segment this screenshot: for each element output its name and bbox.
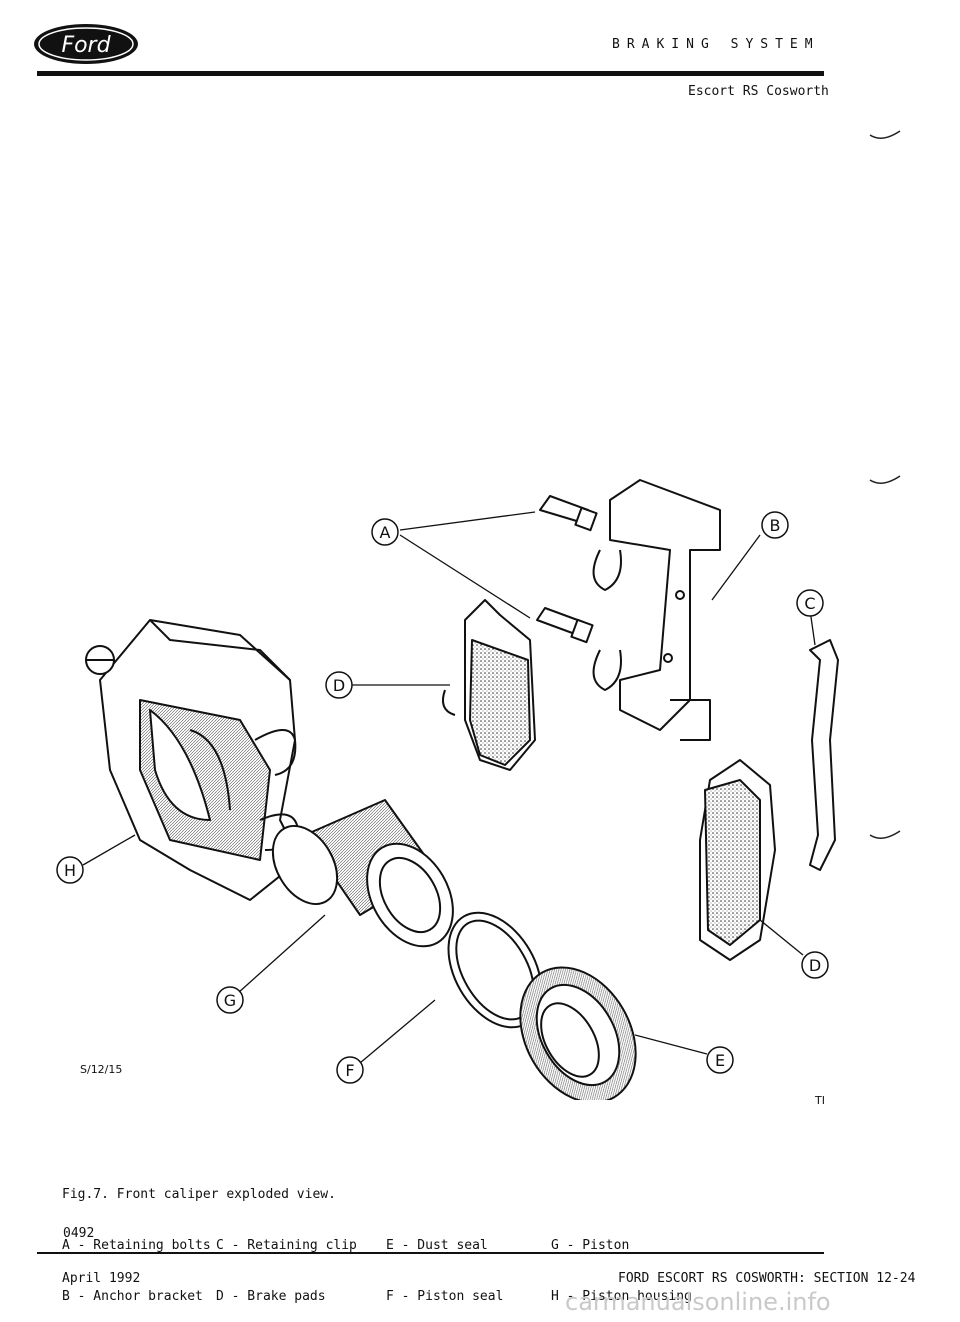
document-code: 0492	[63, 1226, 95, 1241]
ford-logo: Ford	[34, 24, 138, 64]
callout-g: G	[216, 986, 244, 1014]
legend-item: A - Retaining bolts	[62, 1238, 211, 1253]
callout-h: H	[56, 856, 84, 884]
svg-text:D: D	[333, 676, 345, 695]
footer-date: April 1992	[62, 1271, 141, 1286]
svg-text:C: C	[804, 594, 815, 613]
callout-a: A	[371, 518, 399, 546]
callout-b: B	[761, 511, 789, 539]
header-rule	[37, 71, 824, 76]
svg-text:G: G	[224, 991, 236, 1010]
figure-code: S/12/15	[80, 1063, 123, 1076]
piston-part	[271, 799, 454, 948]
legend-item: E - Dust seal	[386, 1238, 488, 1253]
piston-housing-part	[85, 619, 301, 901]
legend-row-2: B - Anchor bracket D - Brake pads F - Pi…	[62, 1288, 711, 1305]
svg-text:F: F	[345, 1061, 354, 1080]
callout-c: C	[796, 589, 824, 617]
legend-item: F - Piston seal	[386, 1289, 504, 1304]
legend-item: G - Piston	[551, 1238, 630, 1253]
watermark: carmanualsonline.info	[565, 1288, 831, 1316]
callout-d-upper: D	[325, 671, 353, 699]
legend-item: B - Anchor bracket	[62, 1289, 203, 1304]
callout-f: F	[336, 1056, 364, 1084]
section-title: BRAKING SYSTEM	[612, 37, 820, 52]
svg-text:B: B	[770, 516, 781, 535]
logo-wordmark: Ford	[61, 33, 111, 58]
anchor-bracket-part	[592, 479, 721, 741]
legend-item: H - Piston housing	[551, 1289, 692, 1304]
brake-pad-lower-part	[699, 759, 776, 961]
brake-pad-upper-part	[442, 599, 536, 771]
footer-rule	[37, 1252, 824, 1254]
footer-reference: FORD ESCORT RS COSWORTH: SECTION 12-24	[618, 1271, 916, 1286]
callout-e: E	[706, 1046, 734, 1074]
margin-marks	[869, 130, 901, 839]
legend-item: C - Retaining clip	[216, 1238, 357, 1253]
legend-row-1: A - Retaining bolts C - Retaining clip E…	[62, 1237, 711, 1254]
svg-text:E: E	[715, 1051, 725, 1070]
figure-caption: Fig.7. Front caliper exploded view. A - …	[62, 1152, 711, 1322]
legend-item: D - Brake pads	[216, 1289, 326, 1304]
caption-title: Fig.7. Front caliper exploded view.	[62, 1187, 336, 1202]
corner-mark: TI	[815, 1094, 825, 1107]
callout-d-lower: D	[801, 951, 829, 979]
model-name: Escort RS Cosworth	[688, 84, 829, 99]
svg-text:H: H	[64, 861, 76, 880]
svg-text:A: A	[380, 523, 391, 542]
svg-text:D: D	[809, 956, 821, 975]
retaining-clip-part	[809, 639, 839, 871]
caliper-exploded-diagram: A B C D D E F G H	[56, 479, 839, 1100]
dust-seal-part	[519, 966, 637, 1100]
piston-seal-part	[447, 911, 543, 1029]
retaining-bolts-part	[536, 495, 598, 644]
